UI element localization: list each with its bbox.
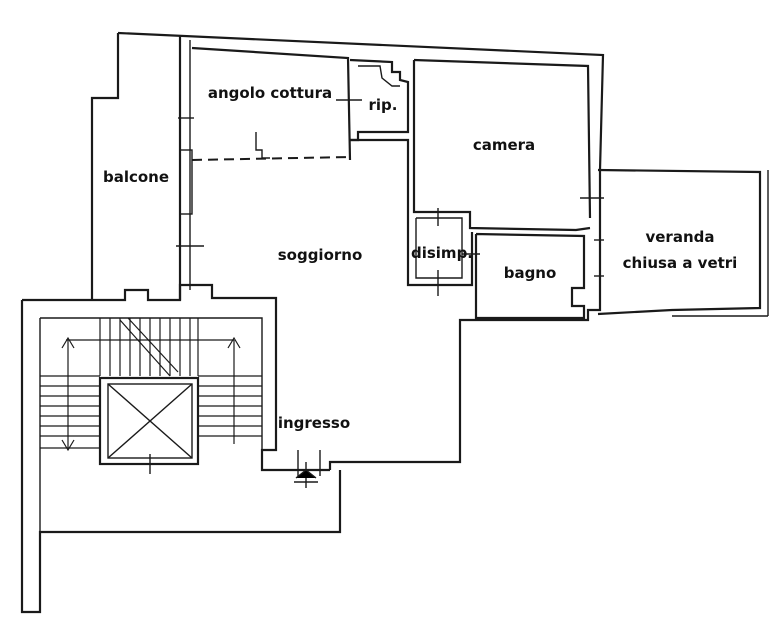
central-walls [350,138,474,296]
kitchen-area [178,46,362,161]
stairwell [20,283,342,614]
label-soggiorno: soggiorno [278,246,363,264]
label-bagno: bagno [504,264,557,282]
entry-arrow-icon [294,462,318,488]
storage-closet [349,58,410,142]
label-angolo-cottura: angolo cottura [208,84,332,102]
label-disimp: disimp. [411,244,473,262]
door-marks [176,149,321,476]
bedroom-camera [412,58,604,232]
label-ingresso: ingresso [278,414,350,432]
elevator-shaft-icon [98,376,200,474]
label-balcone: balcone [103,168,169,186]
bathroom [462,232,586,320]
label-veranda: veranda [645,228,714,246]
label-camera: camera [473,136,535,154]
label-rip: rip. [369,96,398,114]
veranda [594,168,769,317]
label-veranda-sub: chiusa a vetri [623,254,738,272]
